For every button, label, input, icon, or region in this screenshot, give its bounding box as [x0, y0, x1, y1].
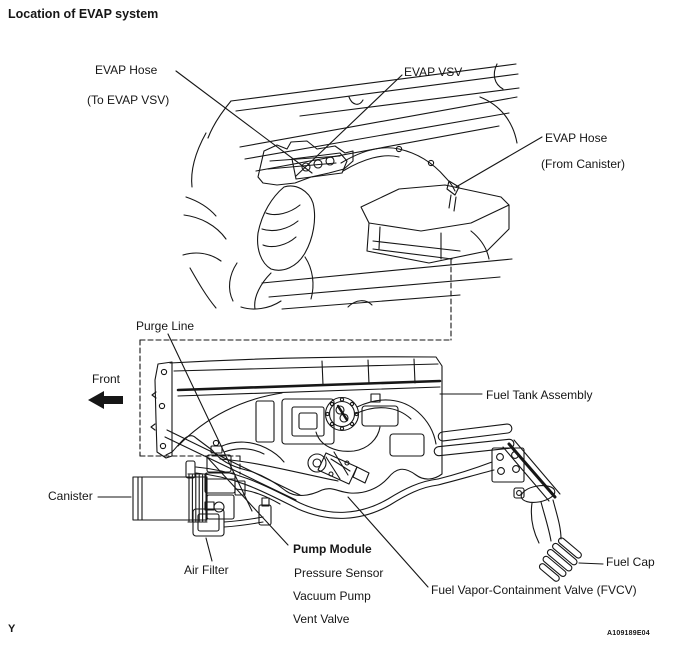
page-title: Location of EVAP system: [8, 7, 159, 21]
label-pressure-sensor: Pressure Sensor: [294, 566, 384, 580]
evap-vsv-illustration: [291, 152, 348, 180]
label-vacuum-pump: Vacuum Pump: [293, 589, 371, 603]
leader-evap-vsv: [295, 74, 403, 177]
label-fuel-cap: Fuel Cap: [606, 555, 655, 569]
fuel-pump-flange-illustration: [324, 396, 360, 432]
label-evap-hose-from-canister-line2: (From Canister): [541, 157, 626, 171]
label-fvcv: Fuel Vapor-Containment Valve (FVCV): [431, 583, 637, 597]
figure-code: A109189E04: [607, 630, 650, 637]
label-evap-hose-from-canister-line1: EVAP Hose: [545, 131, 608, 145]
label-fuel-tank-assembly: Fuel Tank Assembly: [486, 388, 593, 402]
tank-pipes-illustration: [185, 458, 495, 519]
label-vent-valve: Vent Valve: [293, 612, 350, 626]
leader-purge-line: [167, 333, 253, 512]
label-purge-line: Purge Line: [136, 319, 195, 333]
engine-bay-illustration: [182, 63, 520, 310]
label-front: Front: [92, 372, 121, 386]
air-filter-illustration: [192, 501, 225, 537]
front-arrow-icon: [88, 391, 123, 409]
leader-fvcv: [347, 496, 429, 588]
leader-fuel-cap: [578, 562, 604, 565]
label-canister: Canister: [48, 489, 93, 503]
leader-evap-hose-to-vsv: [175, 70, 313, 174]
footer-mark: Y: [8, 623, 16, 635]
label-evap-hose-to-vsv-line1: EVAP Hose: [95, 63, 158, 77]
label-evap-vsv: EVAP VSV: [404, 65, 463, 79]
label-evap-hose-to-vsv-line2: (To EVAP VSV): [87, 93, 170, 107]
label-air-filter: Air Filter: [184, 563, 229, 577]
fuel-tank-illustration: [150, 356, 443, 501]
evap-hose-illustration: [340, 145, 460, 212]
leader-pump-module: [206, 456, 289, 546]
leader-evap-hose-from-canister: [455, 136, 543, 188]
label-pump-module: Pump Module: [293, 542, 372, 556]
canister-illustration: [132, 439, 285, 537]
fvcv-illustration: [307, 451, 370, 485]
filler-pipe-illustration: [433, 423, 582, 582]
leader-air-filter: [205, 537, 213, 562]
fuel-cap-illustration: [538, 537, 582, 582]
detail-region-outline: [139, 258, 452, 475]
